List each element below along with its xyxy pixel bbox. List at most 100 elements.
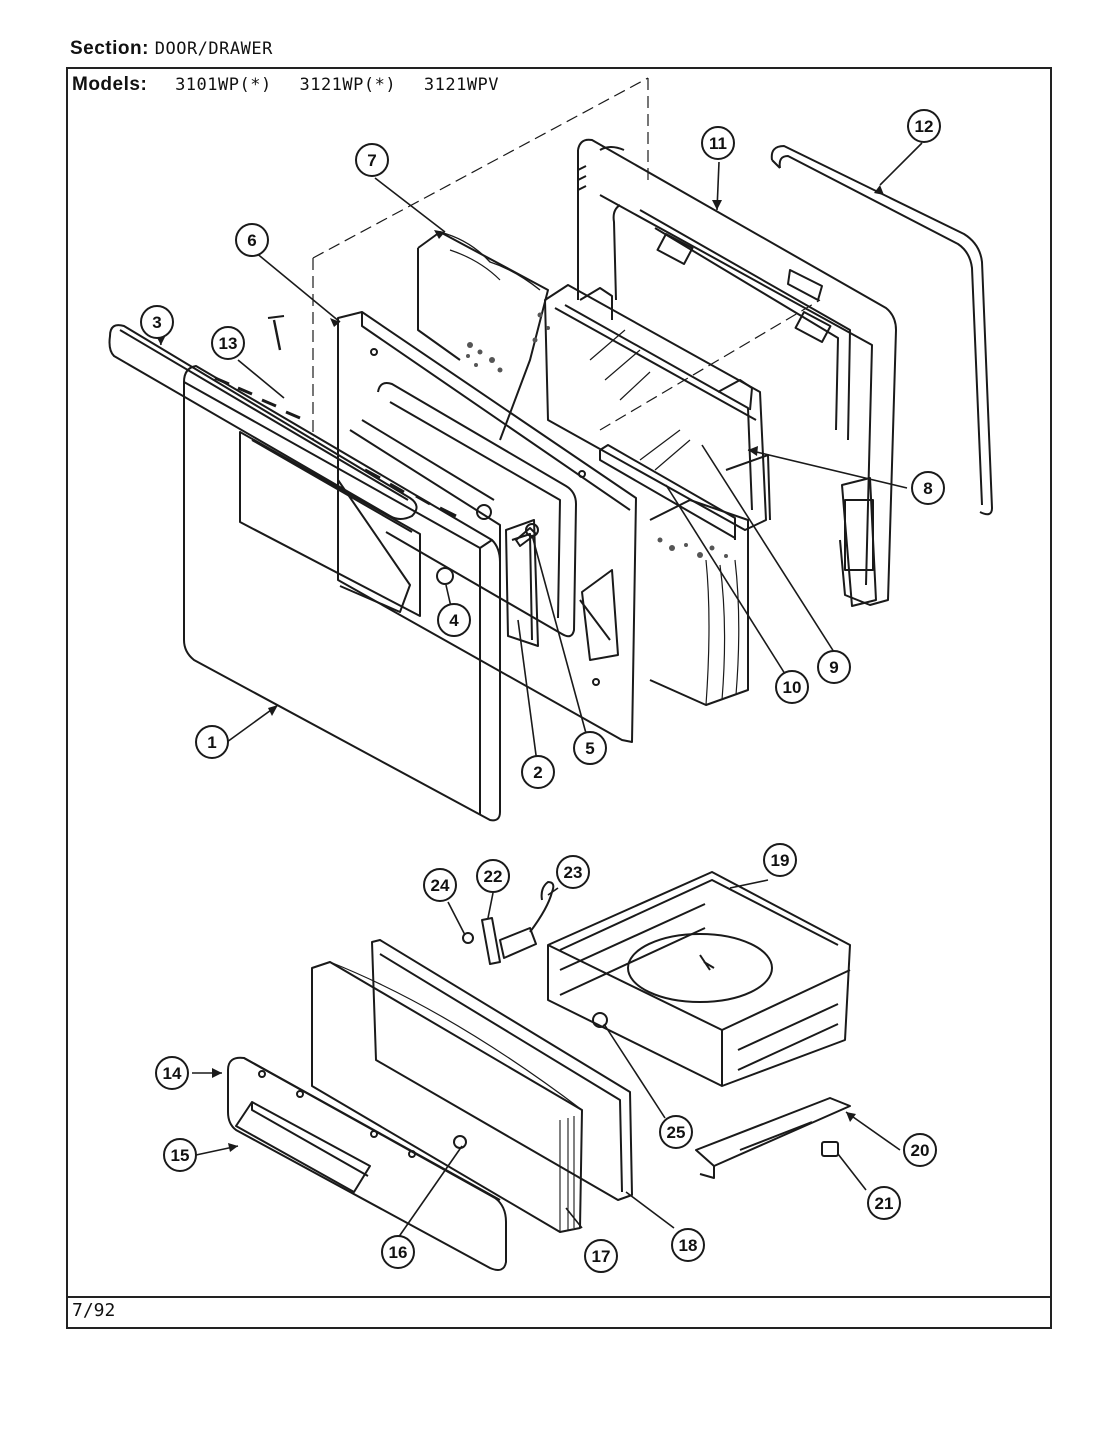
callout-1: 1: [195, 725, 229, 759]
alignment-dashed-lines: [312, 77, 821, 440]
callout-number: 1: [207, 733, 216, 752]
callout-number: 8: [923, 479, 932, 498]
callout-18: 18: [671, 1228, 705, 1262]
callout-15: 15: [163, 1138, 197, 1172]
callout-circle: [355, 143, 389, 177]
diagram-frame: [66, 67, 1052, 1329]
callout-circle: [903, 1133, 937, 1167]
callout-number: 9: [829, 658, 838, 677]
callout-12: 12: [907, 109, 941, 143]
callout-circle: [775, 670, 809, 704]
section-label: Section:: [70, 38, 149, 59]
callout-number: 2: [533, 763, 542, 782]
glass-pack-part: [544, 284, 771, 540]
callout-circle: [140, 305, 174, 339]
callout-21: 21: [867, 1186, 901, 1220]
callout-16: 16: [381, 1235, 415, 1269]
callout-circle: [867, 1186, 901, 1220]
callout-circle: [423, 868, 457, 902]
callout-19: 19: [763, 843, 797, 877]
callout-circle: [195, 725, 229, 759]
drawer-handle-part: [235, 1101, 371, 1193]
callout-4: 4: [437, 603, 471, 637]
drawer-insulation-part: [311, 961, 583, 1233]
callout-circle: [476, 859, 510, 893]
callout-circle: [907, 109, 941, 143]
callout-circle: [701, 126, 735, 160]
callout-9: 9: [817, 650, 851, 684]
callout-3: 3: [140, 305, 174, 339]
callout-number: 16: [389, 1243, 408, 1262]
date-code: 7/92: [72, 1300, 116, 1321]
insulation-texture: [466, 312, 728, 558]
callout-number: 10: [783, 678, 802, 697]
callout-20: 20: [903, 1133, 937, 1167]
callout-8: 8: [911, 471, 945, 505]
callout-number: 13: [219, 334, 238, 353]
callout-number: 12: [915, 117, 934, 136]
callout-11: 11: [701, 126, 735, 160]
callout-circle: [911, 471, 945, 505]
callout-14: 14: [155, 1056, 189, 1090]
callout-circle: [556, 855, 590, 889]
callout-circle: [763, 843, 797, 877]
drawer-switch-parts: [462, 881, 555, 965]
section-value: DOOR/DRAWER: [154, 39, 273, 59]
outer-door-panel-part: [183, 365, 501, 822]
callout-circle: [573, 731, 607, 765]
callout-number: 14: [163, 1064, 182, 1083]
callout-number: 23: [564, 863, 583, 882]
callout-circle: [659, 1115, 693, 1149]
callout-circle: [671, 1228, 705, 1262]
callout-number: 5: [585, 739, 594, 758]
callout-number: 11: [709, 134, 727, 153]
callout-circle: [584, 1239, 618, 1273]
callout-number: 25: [667, 1123, 686, 1142]
door-gasket-part: [770, 145, 993, 516]
callout-7: 7: [355, 143, 389, 177]
callout-number: 20: [911, 1141, 930, 1160]
drawer-roller-part: [821, 1141, 839, 1157]
section-line: Section: DOOR/DRAWER: [70, 38, 273, 60]
drawer-front-part: [227, 1056, 507, 1271]
insulation-block-part: [417, 231, 749, 706]
callout-number: 17: [592, 1247, 611, 1266]
callout-circle: [521, 755, 555, 789]
callout-2: 2: [521, 755, 555, 789]
callout-circle: [817, 650, 851, 684]
footer-divider: [66, 1296, 1052, 1298]
models-label: Models:: [72, 74, 148, 95]
inner-door-liner-part: [577, 138, 897, 607]
callout-number: 24: [431, 876, 450, 895]
callout-10: 10: [775, 670, 809, 704]
callout-number: 19: [771, 851, 790, 870]
callout-number: 7: [367, 151, 376, 170]
callout-13: 13: [211, 326, 245, 360]
model-3121wpv: 3121WPV: [423, 75, 500, 95]
callout-5: 5: [573, 731, 607, 765]
callout-number: 6: [247, 231, 256, 250]
callout-circle: [381, 1235, 415, 1269]
door-handle-part: [108, 324, 418, 520]
inner-door-panel-part: [337, 311, 637, 743]
leader-arrowheads: [156, 185, 884, 1152]
model-3101wp: 3101WP(*): [175, 75, 272, 95]
callout-circle: [211, 326, 245, 360]
model-3121wp: 3121WP(*): [299, 75, 397, 95]
callout-number: 3: [152, 313, 161, 332]
callout-number: 15: [171, 1146, 190, 1165]
callout-17: 17: [584, 1239, 618, 1273]
callout-6: 6: [235, 223, 269, 257]
callout-number: 21: [875, 1194, 894, 1213]
callout-circle: [235, 223, 269, 257]
callout-circle: [437, 603, 471, 637]
callout-number: 4: [449, 611, 459, 630]
leader-lines: [156, 142, 923, 1239]
drawer-slide-rail-part: [695, 1097, 851, 1179]
callout-25: 25: [659, 1115, 693, 1149]
callout-22: 22: [476, 859, 510, 893]
callout-number: 22: [484, 867, 503, 886]
screw-parts: [267, 315, 539, 547]
